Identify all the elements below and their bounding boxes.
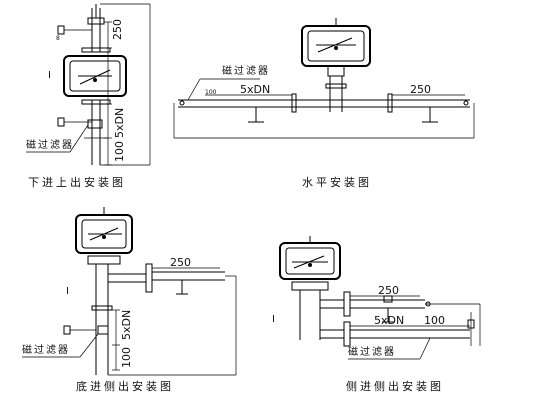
flowmeter-3 (75, 207, 133, 254)
dim-5xdn-side-4: 5xDN (374, 314, 404, 327)
filter-label-4: 磁过滤器 (348, 345, 396, 358)
dim-100-vertical-1: 100 (113, 141, 126, 162)
diagram-bottom-in-top-out: 8 250 5xDN 100 磁过滤器 I 下进上出安装图 (26, 3, 151, 189)
dim-5xdn-vertical-3: 5xDN (120, 310, 133, 340)
dim-250-side-3: 250 (170, 256, 191, 269)
svg-text:8: 8 (56, 35, 60, 42)
caption-bottom-in-side-out: 底进侧出安装图 (76, 379, 174, 393)
flowmeter-4 (279, 236, 341, 280)
dim-100-side-4: 100 (424, 314, 445, 327)
flowmeter-2 (301, 18, 371, 67)
filter-label-3: 磁过滤器 (22, 343, 70, 356)
dim-5xdn-vertical-1: 5xDN (113, 108, 126, 138)
filter-label-2: 磁过滤器 (222, 64, 270, 77)
diagram-bottom-in-side-out: 250 5xDN 100 磁过滤器 I 底进侧出安装图 (22, 207, 237, 393)
svg-text:I: I (66, 286, 69, 297)
svg-text:I: I (272, 314, 275, 325)
diagram-side-in-side-out: 250 5xDN 100 磁过滤器 I 侧进侧出安装图 (272, 236, 481, 393)
dim-100-vertical-3: 100 (120, 347, 133, 368)
caption-horizontal: 水平安装图 (302, 175, 372, 189)
svg-text:I: I (48, 70, 51, 81)
flowmeter-1 (63, 55, 127, 97)
filter-label-1: 磁过滤器 (26, 138, 74, 151)
dim-250-side-4: 250 (378, 284, 399, 297)
diagram-horizontal: 5xDN 250 100 磁过滤器 水平安装图 (173, 18, 475, 189)
dim-250-vertical-1: 250 (111, 19, 124, 40)
caption-bottom-in-top-out: 下进上出安装图 (28, 175, 126, 189)
dim-250-horizontal: 250 (410, 83, 431, 96)
caption-side-in-side-out: 侧进侧出安装图 (346, 379, 444, 393)
svg-text:100: 100 (205, 89, 217, 96)
dim-5xdn-horizontal: 5xDN (240, 83, 270, 96)
